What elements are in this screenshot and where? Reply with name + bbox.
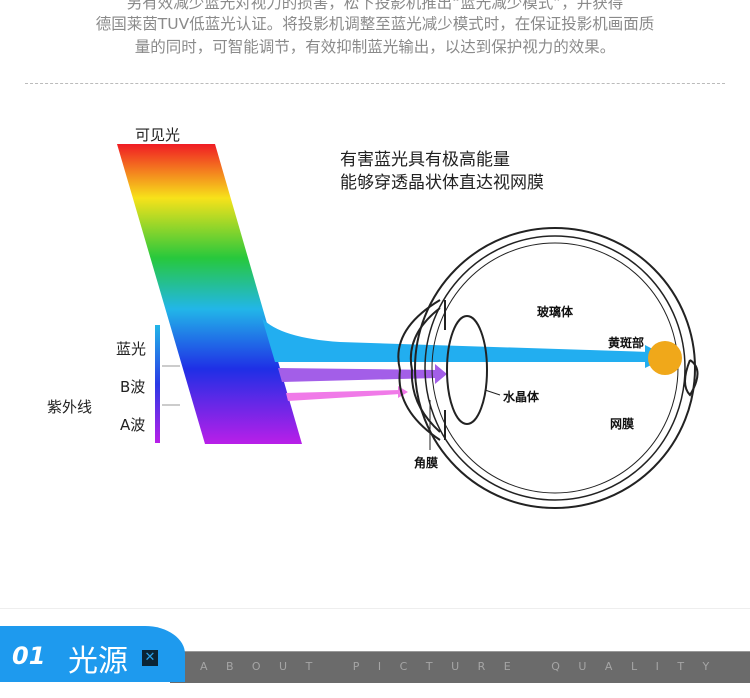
cornea (397, 299, 441, 441)
cornea-label: 角膜 (414, 456, 439, 470)
intro-line-2: 德国莱茵TUV低蓝光认证。将投影机调整至蓝光减少模式时，在保证投影机画面质 (95, 15, 655, 33)
intro-line-3: 量的同时，可智能调节，有效抑制蓝光输出，以达到保护视力的效果。 (134, 38, 616, 56)
b-wave-label: B波 (120, 378, 146, 396)
section-tab: 01 光源 ✕ (0, 626, 185, 682)
section-band: ABOUT PICTURE QUALITY (170, 651, 750, 683)
macula-label: 黄斑部 (608, 336, 645, 350)
headline-2: 能够穿透晶状体直达视网膜 (340, 173, 544, 193)
visible-light-label: 可见光 (135, 126, 181, 144)
vitreous-label: 玻璃体 (537, 305, 574, 319)
separator (0, 608, 750, 609)
spectrum-band (117, 144, 302, 444)
eye-diagram (117, 144, 699, 509)
section-title: 光源 (68, 644, 128, 679)
intro-line-1: 另有效减少蓝光对视力的损害，松下投影机推出“蓝光减少模式”，并获得 (126, 0, 624, 12)
section-number: 01 (12, 642, 46, 670)
uv-bar (155, 325, 160, 443)
retina-label: 网膜 (610, 417, 635, 431)
broken-image-icon: ✕ (142, 650, 158, 666)
macula (648, 341, 682, 375)
section-subtitle: ABOUT PICTURE QUALITY (200, 660, 728, 673)
lens (446, 315, 488, 425)
divider (25, 83, 725, 84)
lens-label: 水晶体 (503, 390, 540, 404)
headline-1: 有害蓝光具有极高能量 (340, 150, 510, 170)
a-wave-label: A波 (120, 416, 146, 434)
purple-beam (278, 368, 437, 382)
pink-beam (286, 390, 400, 401)
blue-beam (262, 318, 650, 362)
blue-light-label: 蓝光 (116, 340, 147, 358)
eye-outer (414, 227, 696, 509)
uv-label: 紫外线 (47, 398, 93, 416)
